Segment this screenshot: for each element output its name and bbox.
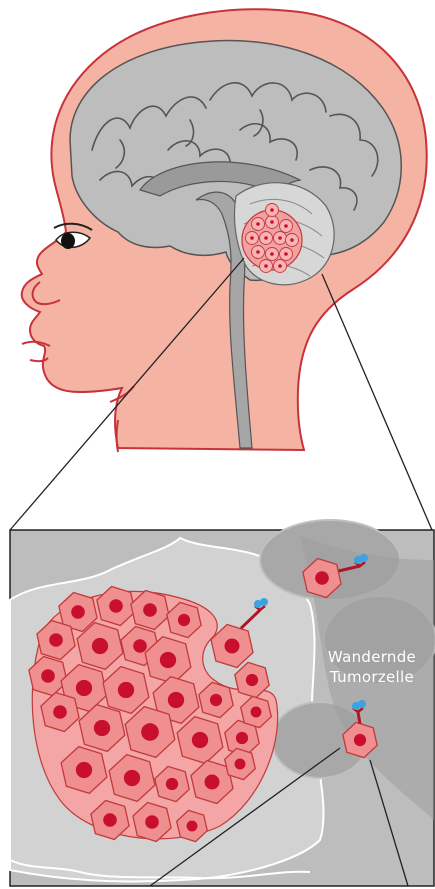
zoom-panel: Wandernde Tumorzelle <box>10 520 435 886</box>
migrating-cell-label-line1: Wandernde <box>328 648 416 666</box>
child-head-profile <box>22 9 427 452</box>
migrating-cell-label-line2: Tumorzelle <box>329 668 414 686</box>
